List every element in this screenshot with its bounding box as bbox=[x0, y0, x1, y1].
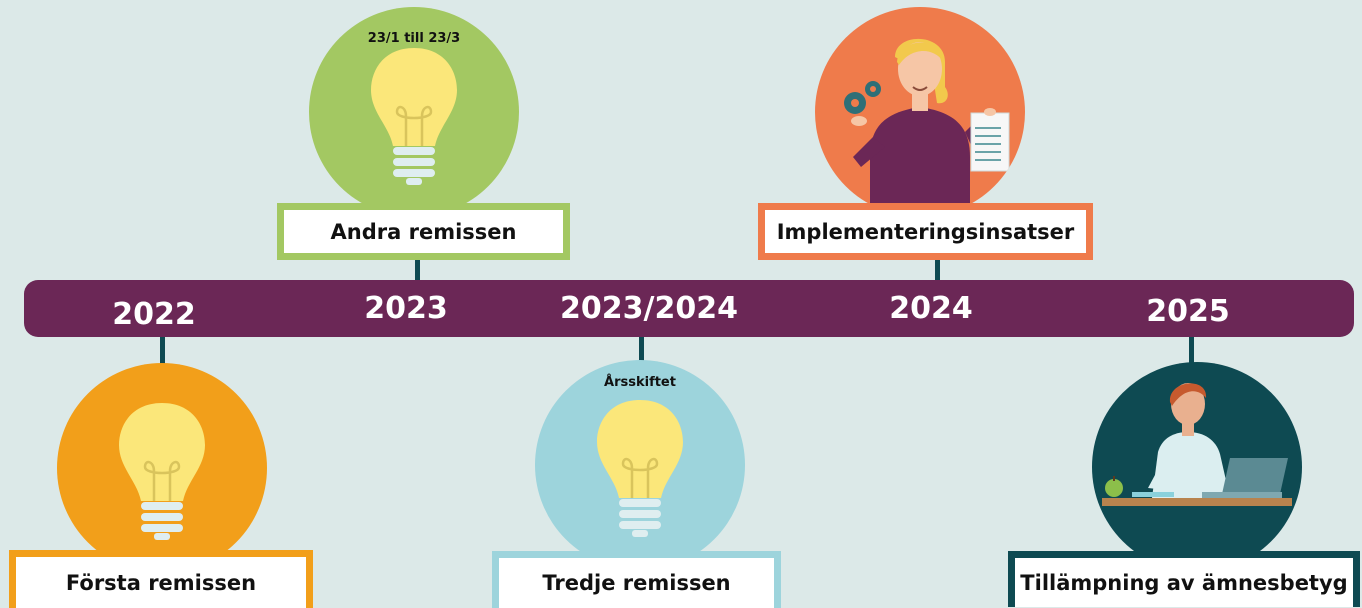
year-2024: 2024 bbox=[889, 291, 973, 326]
lightbulb-icon bbox=[119, 403, 205, 540]
milestone-note-tredje: Årsskiftet bbox=[604, 375, 676, 390]
year-2025: 2025 bbox=[1146, 294, 1230, 329]
presenter-with-gears-icon bbox=[844, 38, 1010, 217]
milestone-label-andra: Andra remissen bbox=[277, 203, 570, 260]
year-2022: 2022 bbox=[112, 297, 196, 332]
student-at-laptop-icon bbox=[1102, 383, 1292, 506]
milestone-label-tillampning: Tillämpning av ämnesbetyg bbox=[1008, 551, 1360, 607]
stem-2023 bbox=[415, 258, 420, 282]
stem-2022 bbox=[160, 336, 165, 366]
milestone-circle-tillampning bbox=[1092, 362, 1302, 572]
year-2023-2024: 2023/2024 bbox=[560, 291, 738, 326]
lightbulb-icon bbox=[597, 400, 683, 537]
lightbulb-icon bbox=[371, 48, 457, 185]
milestone-circle-implementering bbox=[815, 7, 1025, 217]
timeline-bar: 2022 2023 2023/2024 2024 2025 bbox=[24, 280, 1354, 337]
stem-2023-2024 bbox=[639, 336, 644, 362]
milestone-label-implementering: Implementeringsinsatser bbox=[758, 203, 1093, 260]
milestone-note-andra: 23/1 till 23/3 bbox=[367, 31, 461, 46]
milestone-circle-tredje bbox=[535, 360, 745, 570]
stem-2024 bbox=[935, 258, 940, 282]
milestone-label-tredje: Tredje remissen bbox=[492, 551, 781, 608]
stem-2025 bbox=[1189, 336, 1194, 364]
milestone-circle-andra bbox=[309, 7, 519, 217]
milestone-label-forsta: Första remissen bbox=[9, 550, 313, 608]
milestone-circle-forsta bbox=[57, 363, 267, 573]
year-2023: 2023 bbox=[364, 291, 448, 326]
